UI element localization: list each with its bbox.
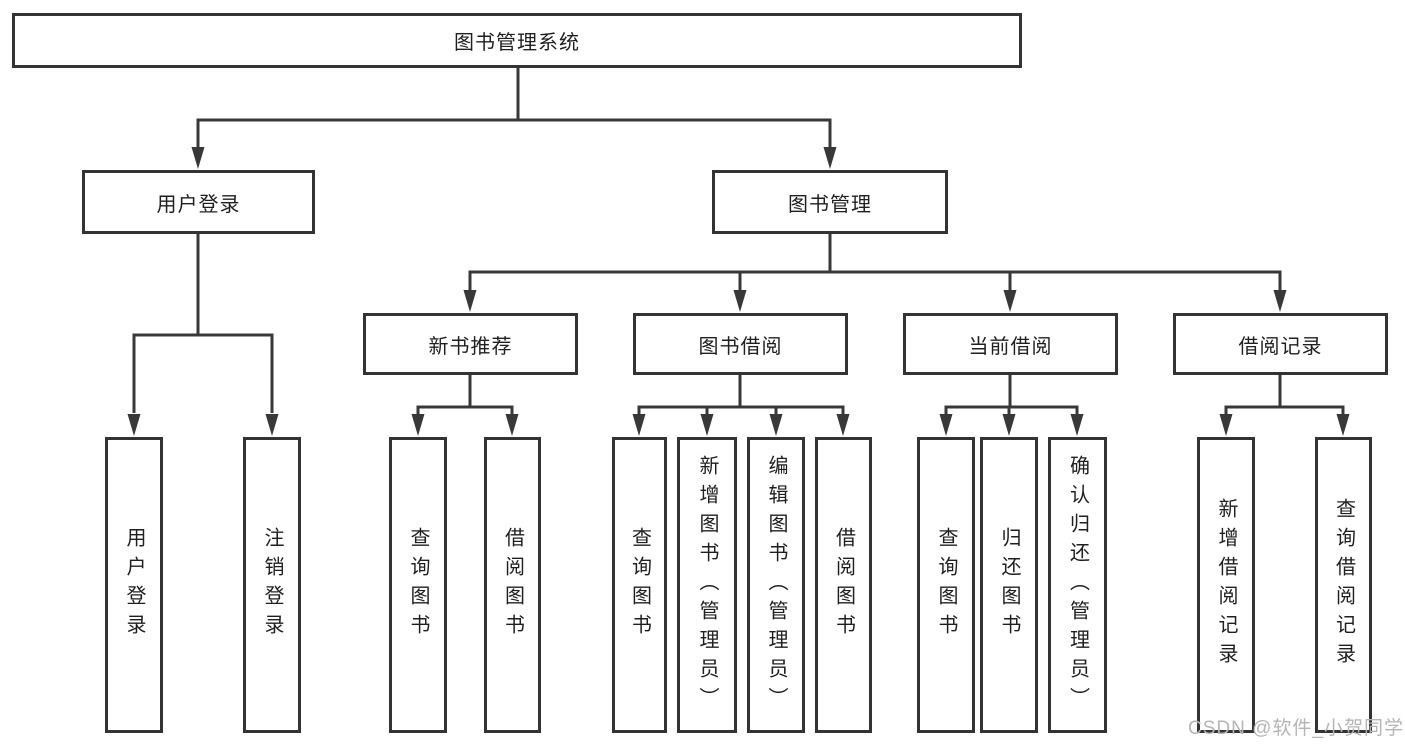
connector-root-to-level2 (191, 68, 837, 169)
leaf-query-books-current: 查询图书 (917, 437, 975, 733)
leaf-edit-book-admin: 编辑图书（管理员） (747, 437, 805, 733)
node-new-book-recommend: 新书推荐 (363, 313, 578, 375)
node-current-borrow: 当前借阅 (903, 313, 1118, 375)
connector-new-book-to-leaves (411, 375, 519, 436)
leaf-query-books-borrow: 查询图书 (612, 437, 667, 733)
leaf-label: 查询图书 (407, 527, 429, 643)
node-borrow-records: 借阅记录 (1173, 313, 1388, 375)
leaf-label: 确认归还（管理员） (1066, 454, 1089, 716)
leaf-label: 归还图书 (998, 527, 1020, 643)
leaf-add-borrow-record: 新增借阅记录 (1197, 437, 1255, 733)
leaf-query-borrow-record: 查询借阅记录 (1315, 437, 1372, 733)
node-library-management-system: 图书管理系统 (12, 13, 1022, 68)
leaf-return-book: 归还图书 (980, 437, 1038, 733)
node-label: 图书借阅 (698, 335, 783, 358)
leaf-label: 查询借阅记录 (1332, 498, 1355, 672)
leaf-label: 查询图书 (628, 527, 651, 643)
leaf-label: 用户登录 (123, 527, 145, 643)
leaf-label: 新增图书（管理员） (696, 454, 718, 716)
connector-book-management-to-level3 (463, 234, 1287, 312)
leaf-label: 新增借阅记录 (1215, 498, 1237, 672)
leaf-query-books-recommend: 查询图书 (389, 437, 447, 733)
leaf-label: 注销登录 (261, 527, 283, 643)
node-user-login: 用户登录 (82, 170, 315, 234)
node-book-management: 图书管理 (712, 170, 948, 234)
connector-book-borrow-to-leaves (632, 375, 850, 436)
connector-borrow-records-to-leaves (1219, 375, 1350, 436)
leaf-label: 借阅图书 (832, 527, 855, 643)
node-label: 借阅记录 (1238, 335, 1323, 358)
leaf-user-login: 用户登录 (105, 437, 163, 733)
node-label: 新书推荐 (428, 335, 513, 358)
leaf-borrow-books: 借阅图书 (815, 437, 872, 733)
leaf-borrow-books-recommend: 借阅图书 (484, 437, 541, 733)
leaf-label: 借阅图书 (501, 527, 524, 643)
leaf-add-book-admin: 新增图书（管理员） (677, 437, 737, 733)
node-label: 当前借阅 (968, 335, 1053, 358)
node-label: 图书管理系统 (454, 32, 580, 54)
node-book-borrow: 图书借阅 (633, 313, 848, 375)
leaf-label: 查询图书 (935, 527, 957, 643)
watermark-text: CSDN @软件_小贺同学 (1188, 718, 1404, 739)
connector-current-borrow-to-leaves (939, 375, 1084, 436)
node-label: 用户登录 (156, 193, 241, 216)
connector-user-login-to-leaves (127, 234, 279, 436)
leaf-label: 编辑图书（管理员） (765, 454, 787, 716)
leaf-confirm-return-admin: 确认归还（管理员） (1048, 437, 1107, 733)
leaf-logout: 注销登录 (243, 437, 301, 733)
node-label: 图书管理 (788, 193, 872, 216)
